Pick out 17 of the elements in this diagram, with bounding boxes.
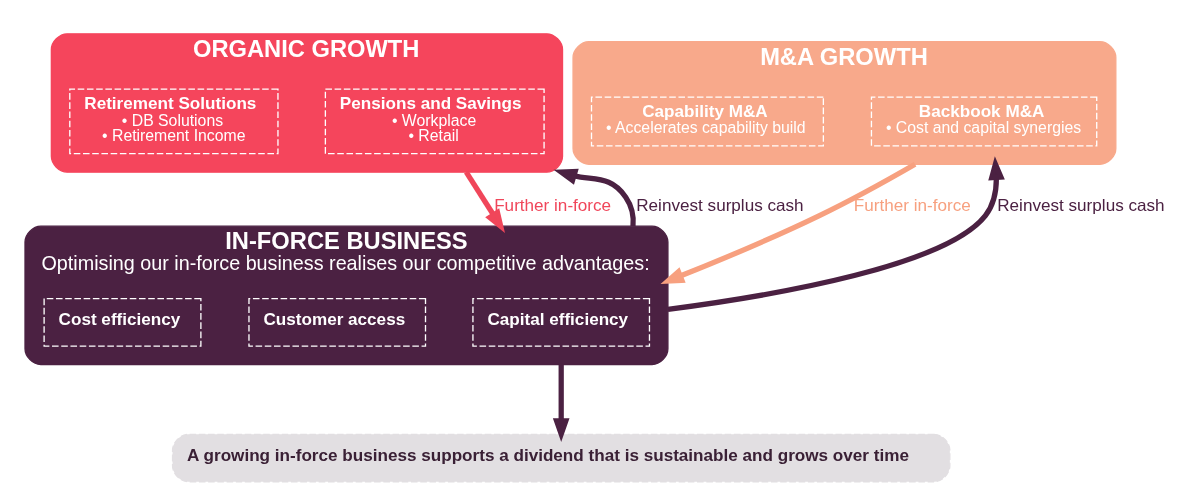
node-box: Cost efficiency [43,297,202,347]
node-box: A growing in-force business supports a dividend that is sustainable and grows over time [171,433,951,482]
edge-label: Further in-force [494,195,612,215]
node-box: Backbook M&A • Cost and capital synergies [870,95,1098,146]
node-box: Pensions and Savings • Workplace • Retail [324,88,545,154]
node-box: Retirement Solutions • DB Solutions • Retirement Income [69,88,279,154]
arrow [660,161,917,284]
arrow [667,155,1005,312]
arrow [553,168,636,226]
edge-label: Reinvest surplus cash [636,195,804,215]
node-box: Capital efficiency [472,297,651,347]
edge-label: Reinvest surplus cash [997,195,1165,215]
arrow [552,364,570,442]
edge-label: Further in-force [853,195,971,215]
node-box: Capability M&A • Accelerates capability build [590,95,825,146]
node-box: Customer access [248,297,427,347]
arrow [464,170,505,233]
